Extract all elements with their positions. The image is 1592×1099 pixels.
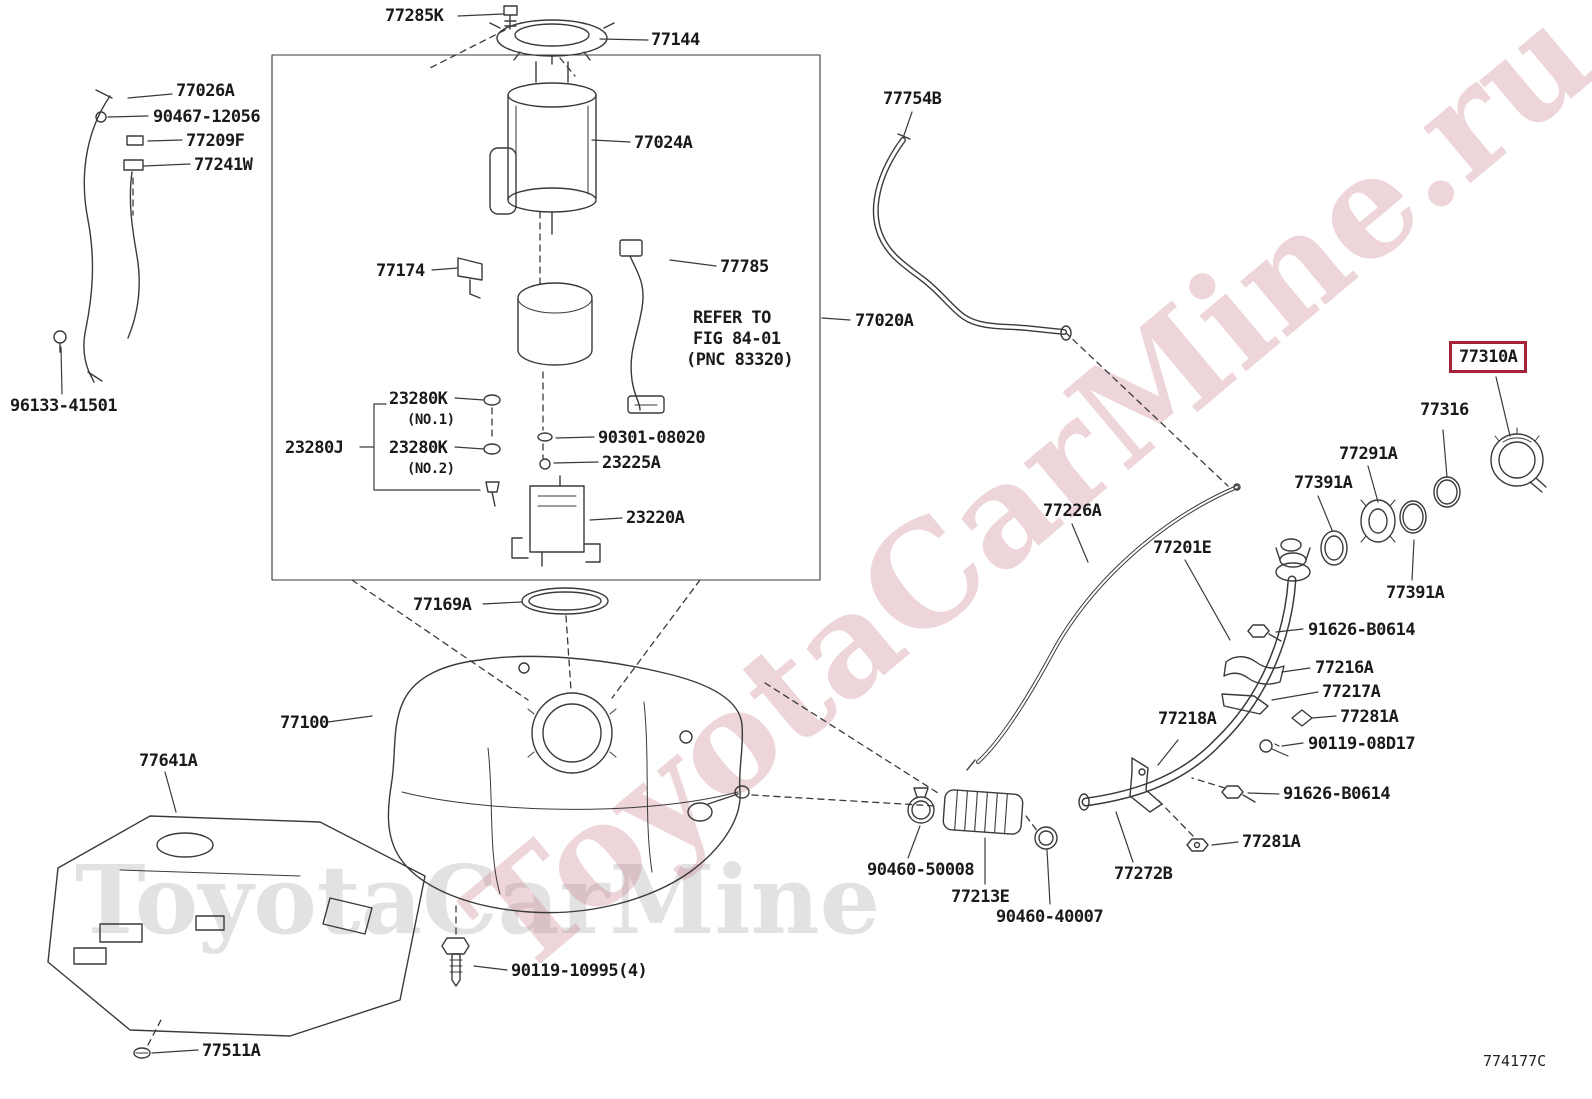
part-label-23225a-20[interactable]: 23225A (602, 453, 661, 473)
part-label-77511a-46[interactable]: 77511A (202, 1041, 261, 1061)
part-label-77201e-31[interactable]: 77201E (1153, 538, 1212, 558)
part-label-77213e-43[interactable]: 77213E (951, 887, 1010, 907)
part-label-no1-15[interactable]: (NO.1) (407, 412, 455, 428)
part-label-77209f-4[interactable]: 77209F (186, 131, 245, 151)
part-label-9011908d17-37[interactable]: 90119-08D17 (1308, 734, 1416, 754)
part-label-77218a-38[interactable]: 77218A (1158, 709, 1217, 729)
part-label-pnc83320-12[interactable]: (PNC 83320) (686, 350, 794, 370)
diagram-code: 774177C (1483, 1052, 1547, 1070)
part-label-77226a-30[interactable]: 77226A (1043, 501, 1102, 521)
part-label-23280j-16[interactable]: 23280J (285, 438, 344, 458)
part-label-9046712056-3[interactable]: 90467-12056 (153, 107, 261, 127)
part-label-9613341501-22[interactable]: 96133-41501 (10, 396, 118, 416)
part-label-77641a-25[interactable]: 77641A (139, 751, 198, 771)
part-label-77216a-34[interactable]: 77216A (1315, 658, 1374, 678)
part-label-90119109954-45[interactable]: 90119-10995(4) (511, 961, 648, 981)
part-label-77310a-26[interactable]: 77310A (1449, 341, 1528, 373)
part-label-77217a-35[interactable]: 77217A (1322, 682, 1381, 702)
part-label-77391a-32[interactable]: 77391A (1386, 583, 1445, 603)
part-label-77169a-23[interactable]: 77169A (413, 595, 472, 615)
part-label-91626b0614-33[interactable]: 91626-B0614 (1308, 620, 1416, 640)
part-label-77285k-0[interactable]: 77285K (385, 6, 444, 26)
part-label-77281a-40[interactable]: 77281A (1242, 832, 1301, 852)
part-label-77241w-5[interactable]: 77241W (194, 155, 253, 175)
part-label-fig8401-11[interactable]: FIG 84-01 (693, 329, 781, 349)
part-label-23220a-21[interactable]: 23220A (626, 508, 685, 528)
part-label-23280k-14[interactable]: 23280K (389, 389, 448, 409)
part-label-9046050008-42[interactable]: 90460-50008 (867, 860, 975, 880)
part-label-91626b0614-39[interactable]: 91626-B0614 (1283, 784, 1391, 804)
part-label-77024a-6[interactable]: 77024A (634, 133, 693, 153)
part-label-77272b-41[interactable]: 77272B (1114, 864, 1173, 884)
part-label-no2-18[interactable]: (NO.2) (407, 461, 455, 477)
part-label-77316-27[interactable]: 77316 (1420, 400, 1469, 420)
part-label-77754b-7[interactable]: 77754B (883, 89, 942, 109)
part-label-77291a-28[interactable]: 77291A (1339, 444, 1398, 464)
part-label-77144-1[interactable]: 77144 (651, 30, 700, 50)
part-label-9046040007-44[interactable]: 90460-40007 (996, 907, 1104, 927)
part-label-23280k-17[interactable]: 23280K (389, 438, 448, 458)
subassembly-box (271, 54, 821, 581)
part-label-77174-8[interactable]: 77174 (376, 261, 425, 281)
part-label-77785-9[interactable]: 77785 (720, 257, 769, 277)
part-label-77020a-13[interactable]: 77020A (855, 311, 914, 331)
part-label-77391a-29[interactable]: 77391A (1294, 473, 1353, 493)
part-label-77100-24[interactable]: 77100 (280, 713, 329, 733)
part-label-77026a-2[interactable]: 77026A (176, 81, 235, 101)
part-label-9030108020-19[interactable]: 90301-08020 (598, 428, 706, 448)
part-label-77281a-36[interactable]: 77281A (1340, 707, 1399, 727)
part-label-referto-10[interactable]: REFER TO (693, 308, 771, 328)
